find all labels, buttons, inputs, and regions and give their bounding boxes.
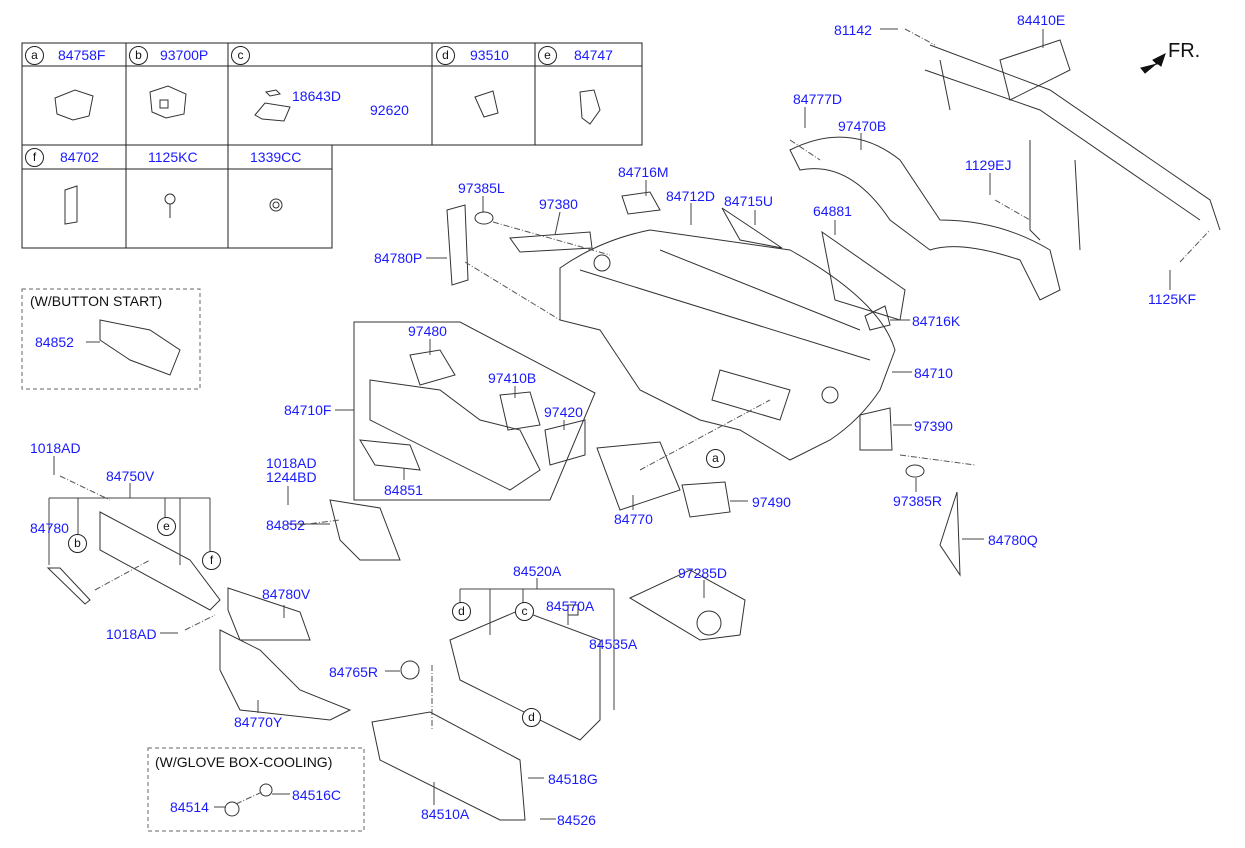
lower-panel-parts — [46, 319, 401, 721]
legend-key-e: e — [538, 46, 557, 65]
callout-1129EJ[interactable]: 1129EJ — [965, 157, 1012, 173]
callout-84750V[interactable]: 84750V — [106, 468, 155, 484]
callout-97490[interactable]: 97490 — [752, 494, 791, 510]
callout-97385L[interactable]: 97385L — [458, 180, 505, 196]
callout-84526[interactable]: 84526 — [557, 812, 596, 828]
legend-part-1339CC[interactable]: 1339CC — [250, 149, 302, 165]
callout-84780Q[interactable]: 84780Q — [988, 532, 1038, 548]
ref-circle-d-lower: d — [522, 708, 541, 727]
front-direction-label: FR. — [1168, 40, 1201, 62]
glove-box-cooling-box — [147, 747, 365, 832]
legend-part-84702[interactable]: 84702 — [60, 149, 99, 165]
ref-circle-b: b — [68, 534, 87, 553]
legend-key-d: d — [436, 46, 455, 65]
callout-1125KF[interactable]: 1125KF — [1148, 291, 1196, 307]
callout-84851[interactable]: 84851 — [384, 482, 423, 498]
callout-84852[interactable]: 84852 — [266, 517, 305, 533]
callout-84570A[interactable]: 84570A — [546, 598, 595, 614]
cluster-facia-parts — [359, 349, 586, 491]
ref-circle-e: e — [157, 517, 176, 536]
button-start-box — [21, 288, 201, 390]
callout-97390[interactable]: 97390 — [914, 418, 953, 434]
callout-1018AD-upper[interactable]: 1018AD — [30, 440, 81, 456]
legend-grid — [21, 42, 643, 249]
legend-part-93700P[interactable]: 93700P — [160, 47, 209, 63]
callout-84780[interactable]: 84780 — [30, 520, 69, 536]
legend-part-84758F[interactable]: 84758F — [58, 47, 106, 63]
callout-97470B[interactable]: 97470B — [838, 118, 887, 134]
glove-box-cooling-group-title: (W/GLOVE BOX-COOLING) — [155, 754, 333, 770]
ref-circle-f: f — [202, 551, 221, 570]
callout-84518G[interactable]: 84518G — [548, 771, 598, 787]
cowl-crossmember — [924, 39, 1221, 251]
callout-84770[interactable]: 84770 — [614, 511, 653, 527]
callout-1018AD-mid[interactable]: 1018AD — [266, 455, 317, 471]
callout-97410B[interactable]: 97410B — [488, 370, 537, 386]
callout-84514[interactable]: 84514 — [170, 799, 209, 815]
callout-84765R[interactable]: 84765R — [329, 664, 379, 680]
legend-icons — [54, 85, 601, 225]
legend-key-a: a — [25, 46, 44, 65]
callout-84520A[interactable]: 84520A — [513, 563, 562, 579]
callout-1018AD-lower[interactable]: 1018AD — [106, 626, 157, 642]
callout-84535A[interactable]: 84535A — [589, 636, 638, 652]
ref-circle-d-upper: d — [452, 602, 471, 621]
callout-84715U[interactable]: 84715U — [724, 193, 774, 209]
callout-84852-button-start[interactable]: 84852 — [35, 334, 74, 350]
cluster-facia-group-outline — [353, 321, 596, 501]
callout-84777D[interactable]: 84777D — [793, 91, 843, 107]
callout-84716M[interactable]: 84716M — [618, 164, 669, 180]
callout-84710F[interactable]: 84710F — [284, 402, 332, 418]
legend-key-b: b — [129, 46, 148, 65]
callout-81142[interactable]: 81142 — [834, 22, 872, 38]
crash-pad-main — [559, 229, 896, 461]
legend-part-93510[interactable]: 93510 — [470, 47, 509, 63]
ref-circle-c: c — [515, 602, 534, 621]
leader-lines — [48, 28, 1171, 820]
legend-part-1125KC[interactable]: 1125KC — [148, 149, 198, 165]
dashed-assembly-lines — [59, 28, 1211, 805]
legend-key-f: f — [25, 148, 44, 167]
callout-64881[interactable]: 64881 — [813, 203, 852, 219]
callout-97385R[interactable]: 97385R — [893, 493, 943, 509]
callout-1244BD[interactable]: 1244BD — [266, 469, 317, 485]
legend-part-84747[interactable]: 84747 — [574, 47, 613, 63]
callout-97285D[interactable]: 97285D — [678, 565, 728, 581]
callout-97420[interactable]: 97420 — [544, 404, 583, 420]
callout-84780P[interactable]: 84780P — [374, 250, 423, 266]
callout-84780V[interactable]: 84780V — [262, 586, 311, 602]
callout-97480[interactable]: 97480 — [408, 323, 447, 339]
callout-84712D[interactable]: 84712D — [666, 188, 716, 204]
callout-84710[interactable]: 84710 — [914, 365, 953, 381]
callout-84410E[interactable]: 84410E — [1017, 12, 1066, 28]
callout-84716K[interactable]: 84716K — [912, 313, 961, 329]
callout-84510A[interactable]: 84510A — [421, 806, 470, 822]
callout-84770Y[interactable]: 84770Y — [234, 714, 283, 730]
callout-84516C[interactable]: 84516C — [292, 787, 342, 803]
legend-part-92620[interactable]: 92620 — [370, 102, 409, 118]
heater-duct — [789, 136, 1061, 301]
front-arrow-icon — [1140, 53, 1166, 74]
misc-parts — [224, 191, 961, 817]
ref-circle-a: a — [706, 449, 725, 468]
callout-97380[interactable]: 97380 — [539, 196, 578, 212]
button-start-group-title: (W/BUTTON START) — [30, 293, 163, 309]
legend-key-c: c — [231, 46, 250, 65]
legend-part-18643D[interactable]: 18643D — [292, 88, 342, 104]
